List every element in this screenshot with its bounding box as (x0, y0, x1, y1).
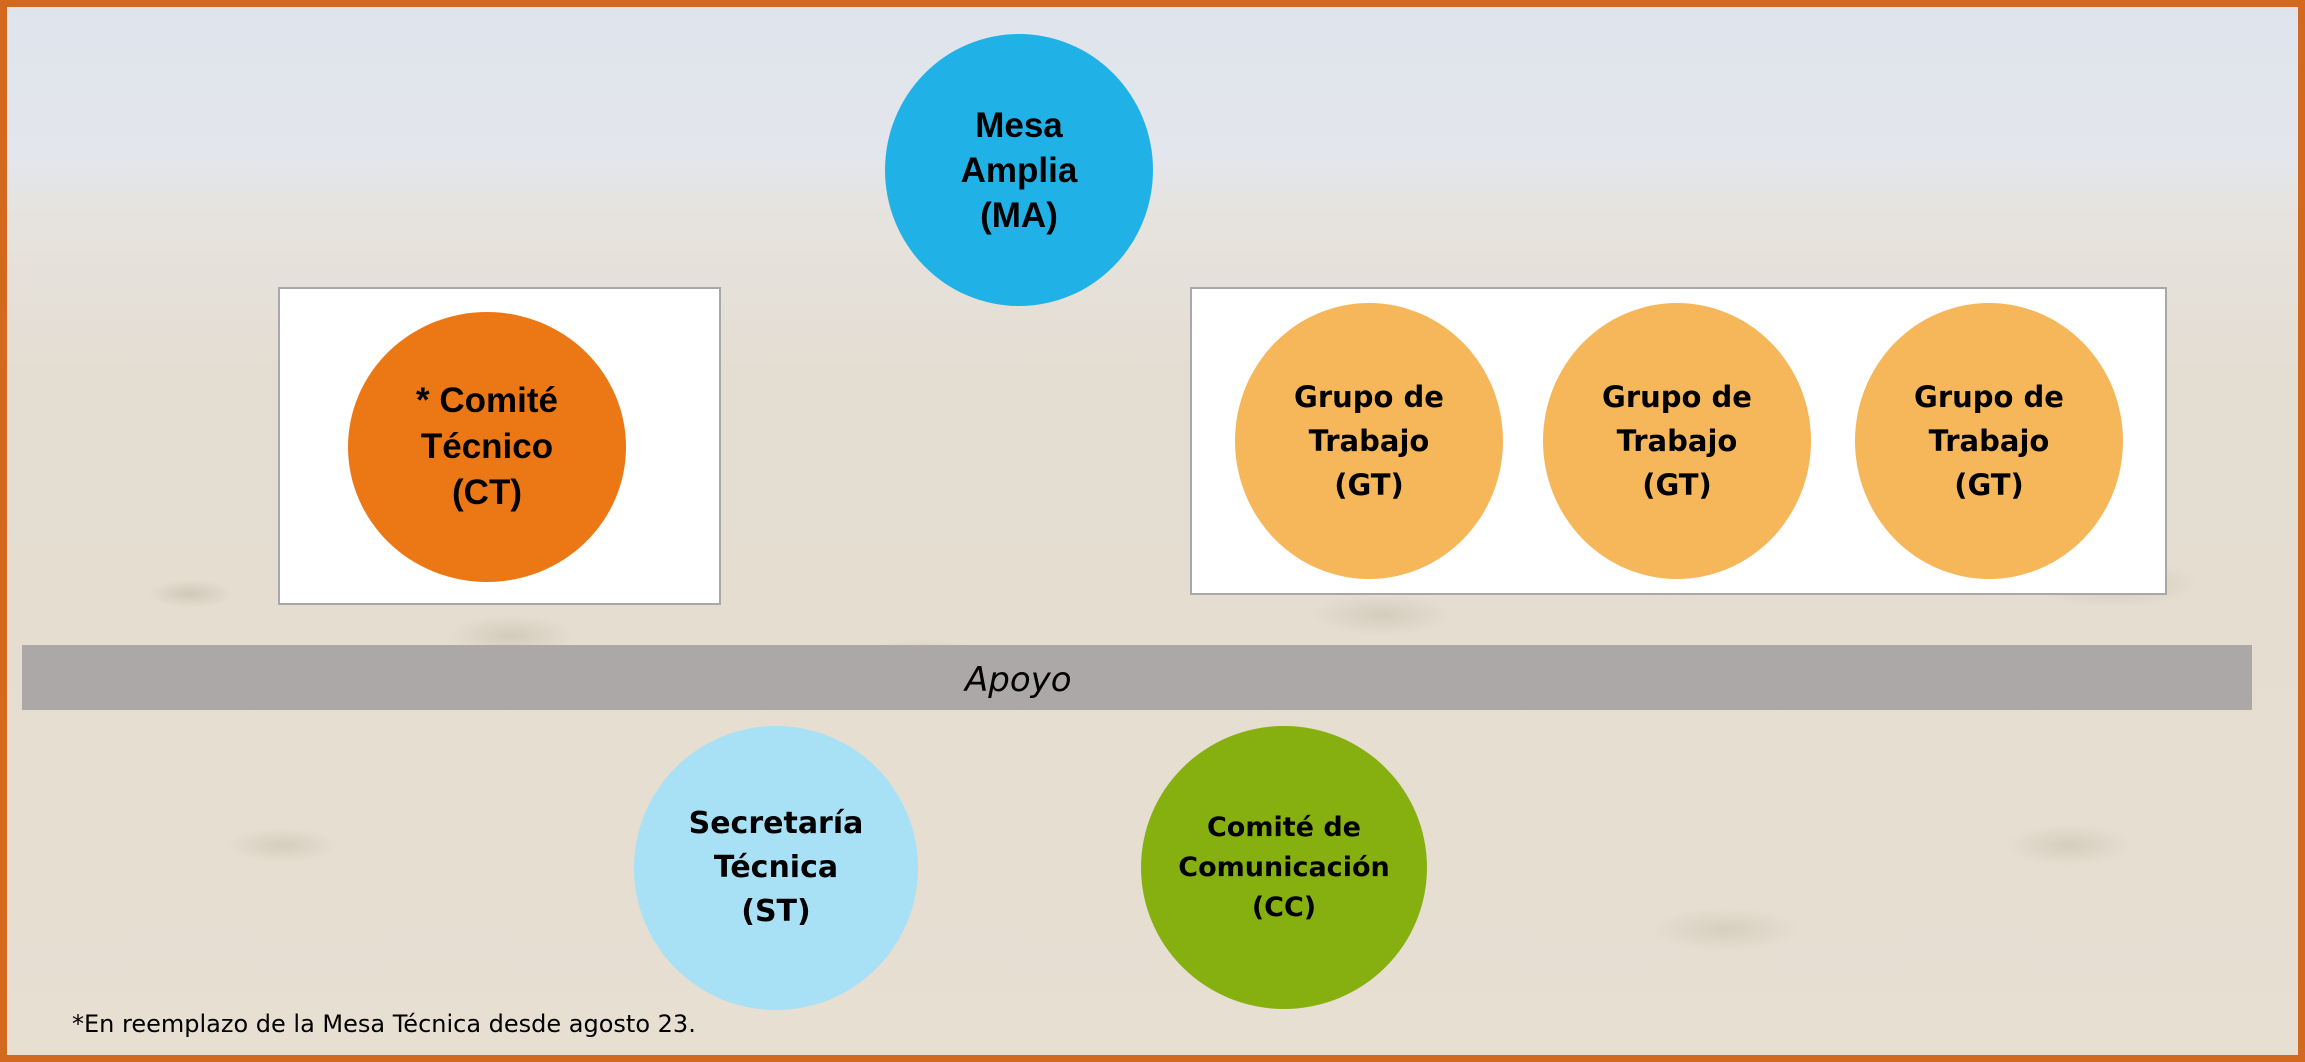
support-bar (22, 645, 2252, 710)
comite-tecnico-node: * Comité Técnico (CT) (348, 312, 626, 582)
grupo-trabajo-node: Grupo de Trabajo (GT) (1855, 303, 2123, 579)
mesa-amplia-label: Mesa Amplia (MA) (960, 105, 1078, 235)
mesa-amplia-node: Mesa Amplia (MA) (885, 34, 1153, 306)
secretaria-tecnica-label: Secretaría Técnica (ST) (688, 806, 864, 929)
grupo-trabajo-label: Grupo de Trabajo (GT) (1914, 380, 2064, 502)
grupo-trabajo-label: Grupo de Trabajo (GT) (1602, 380, 1752, 502)
comite-comunicacion-node: Comité de Comunicación (CC) (1141, 726, 1427, 1009)
support-bar-label: Apoyo (965, 660, 1072, 700)
grupo-trabajo-node: Grupo de Trabajo (GT) (1543, 303, 1811, 579)
grupo-trabajo-node: Grupo de Trabajo (GT) (1235, 303, 1503, 579)
footnote: *En reemplazo de la Mesa Técnica desde a… (72, 1010, 696, 1038)
secretaria-tecnica-node: Secretaría Técnica (ST) (634, 726, 918, 1010)
grupo-trabajo-label: Grupo de Trabajo (GT) (1294, 380, 1444, 502)
comite-tecnico-label: * Comité Técnico (CT) (416, 381, 558, 512)
comite-comunicacion-label: Comité de Comunicación (CC) (1178, 811, 1390, 923)
